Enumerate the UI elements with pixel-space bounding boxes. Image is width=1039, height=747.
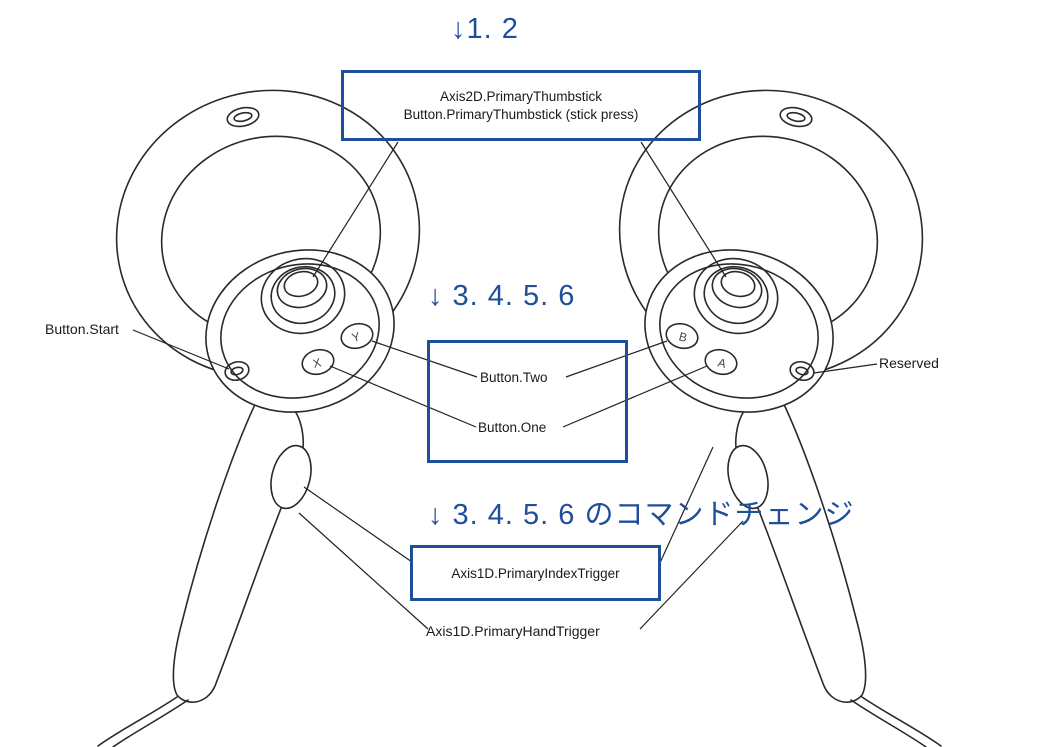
left-button-x-glyph: X [311, 355, 322, 371]
label-axis1d-primary-index-trigger: Axis1D.PrimaryIndexTrigger [451, 565, 620, 581]
leader-line-index-trigger-right [658, 446, 714, 566]
label-button-start: Button.Start [45, 321, 119, 337]
label-button-primary-thumbstick: Button.PrimaryThumbstick (stick press) [403, 107, 639, 122]
right-button-b-glyph: B [677, 329, 688, 345]
left-controller-drawing [83, 55, 453, 747]
leader-line-button-start [132, 329, 230, 370]
face-buttons-callout-box: Button.Two Button.One [427, 340, 628, 463]
leader-line-reserved [813, 363, 878, 374]
left-button-y-glyph: Y [350, 329, 361, 345]
leader-line-index-trigger-left [303, 486, 413, 563]
label-axis2d-primary-thumbstick: Axis2D.PrimaryThumbstick [439, 89, 603, 104]
label-button-two: Button.Two [480, 370, 548, 385]
leader-line-hand-trigger-right [639, 520, 744, 630]
leader-line-button-two-left [371, 340, 478, 378]
leader-line-hand-trigger-left [298, 512, 429, 630]
right-controller-drawing [586, 55, 956, 747]
leader-line-right-thumbstick [640, 141, 727, 278]
index-trigger-callout-box: Axis1D.PrimaryIndexTrigger [410, 545, 661, 601]
right-button-a-glyph: A [716, 355, 727, 371]
leader-line-button-two-right [565, 340, 668, 378]
heading-thumbstick-commands: ↓1. 2 [451, 13, 519, 45]
leader-line-button-one-right [562, 365, 708, 428]
heading-command-change: ↓ 3. 4. 5. 6 のコマンドチェンジ [428, 499, 855, 531]
label-reserved: Reserved [879, 355, 939, 371]
thumbstick-callout-box: Axis2D.PrimaryThumbstick Button.PrimaryT… [341, 70, 701, 141]
label-button-one: Button.One [478, 420, 547, 435]
leader-line-left-thumbstick [312, 141, 399, 278]
leader-line-button-one-left [329, 365, 477, 428]
heading-face-button-commands: ↓ 3. 4. 5. 6 [428, 280, 576, 312]
leader-lines [132, 141, 878, 630]
label-axis1d-primary-hand-trigger: Axis1D.PrimaryHandTrigger [426, 623, 600, 639]
